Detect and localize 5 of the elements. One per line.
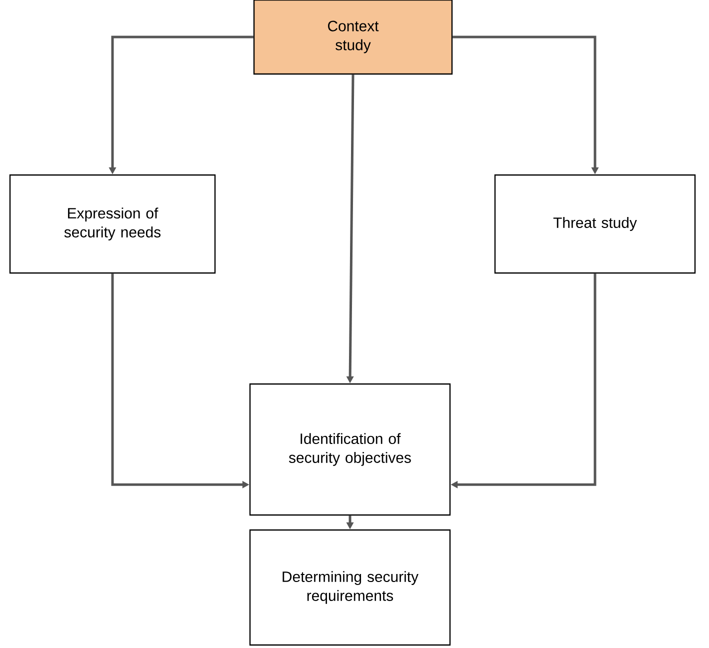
process-box: Determining security requirements <box>249 529 451 646</box>
process-box: Expression of security needs <box>9 174 216 274</box>
process-box: Context study <box>253 0 453 75</box>
process-box: Threat study <box>494 174 696 274</box>
process-box: Identification of security objectives <box>249 383 451 516</box>
